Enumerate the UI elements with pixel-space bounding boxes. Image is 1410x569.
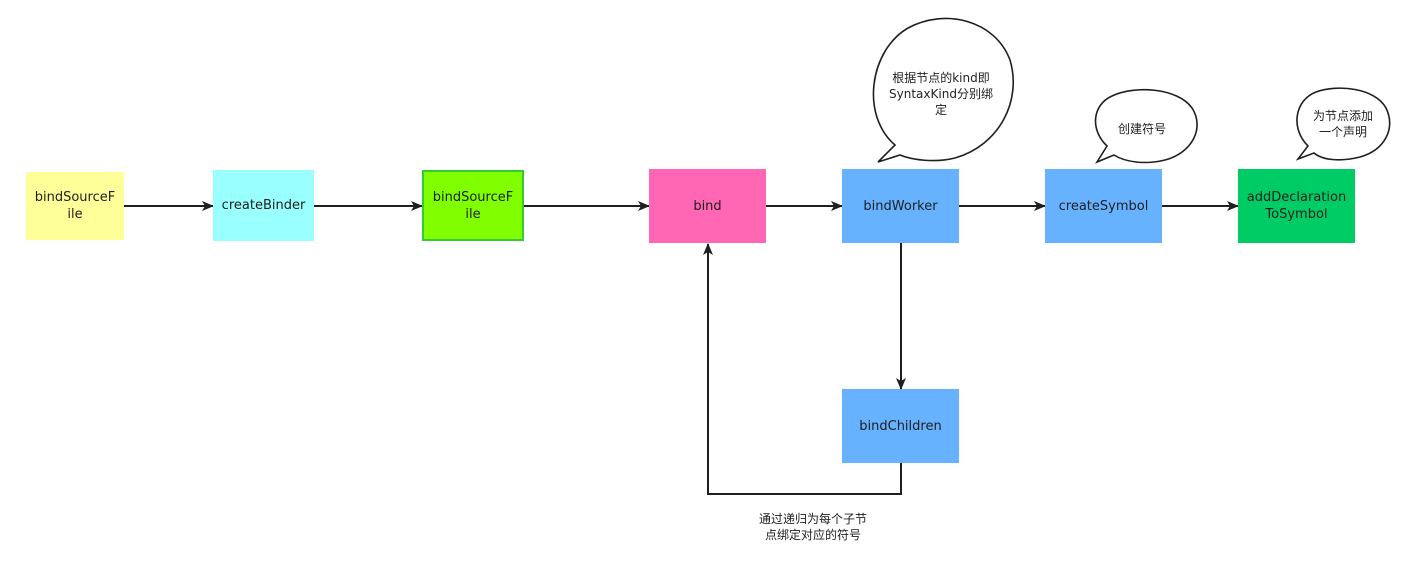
- node-label: bindChildren: [859, 418, 942, 434]
- node-label: bind: [693, 198, 722, 214]
- callout-text-create-symbol: 创建符号: [1117, 122, 1166, 136]
- callout-bubble-create-symbol: [1094, 88, 1198, 164]
- node-label: bindWorker: [863, 198, 938, 214]
- node-bindworker: bindWorker: [842, 169, 959, 243]
- node-adddeclarationtosymbol: addDeclaration ToSymbol: [1238, 169, 1355, 243]
- node-createbinder: createBinder: [213, 170, 314, 241]
- node-label: bindSourceF ile: [432, 189, 514, 222]
- edge-bindchildren-to-bind: [703, 243, 902, 495]
- node-label: createBinder: [221, 198, 306, 213]
- node-label: createSymbol: [1058, 198, 1149, 214]
- node-label: addDeclaration ToSymbol: [1246, 190, 1347, 222]
- node-bind: bind: [649, 169, 766, 243]
- node-createsymbol: createSymbol: [1045, 169, 1162, 243]
- callout-text-add-declaration: 为节点添加 一个声明: [1312, 109, 1373, 139]
- node-bindsourcefile-start: bindSourceF ile: [26, 172, 124, 240]
- node-bindchildren: bindChildren: [842, 389, 959, 463]
- node-label: bindSourceF ile: [34, 190, 116, 222]
- callout-bubble-bind-worker: [872, 17, 1015, 163]
- edge-label-recursion: 通过递归为每个子节 点绑定对应的符号: [758, 512, 867, 542]
- callout-bubble-add-declaration: [1295, 87, 1391, 161]
- node-bindsourcefile: bindSourceF ile: [422, 170, 524, 241]
- callout-text-bind-worker: 根据节点的kind即 SyntaxKind分别绑 定: [889, 71, 993, 117]
